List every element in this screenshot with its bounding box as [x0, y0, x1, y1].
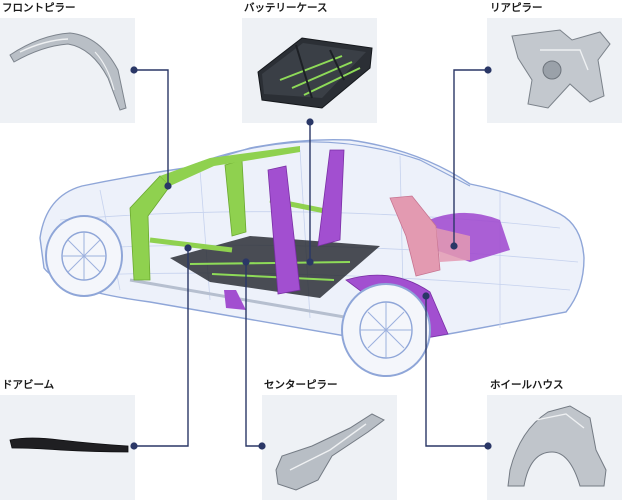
battery-case-part-image — [257, 37, 373, 109]
battery-case-dot-thumb — [306, 118, 314, 126]
front-pillar-part-image — [9, 32, 127, 111]
door-beam-part-image — [9, 437, 129, 453]
center-pillar-part-image — [275, 413, 385, 491]
front-pillar-leader — [134, 69, 169, 186]
center-pillar-dot-car — [242, 258, 250, 266]
rear-pillar-leader — [453, 69, 488, 246]
door-beam-dot-car — [184, 244, 192, 252]
leader-dots — [130, 66, 492, 450]
car-body-wireframe — [39, 138, 585, 377]
leader-lines — [134, 69, 488, 447]
center-pillar-leader — [245, 262, 262, 447]
center-pillar-dot-thumb — [258, 442, 266, 450]
rear-pillar-dot-thumb — [484, 66, 492, 74]
door-beam-label: ドアビーム — [2, 379, 55, 391]
front-pillar-label: フロントピラー — [2, 2, 76, 14]
front-pillar-dot-thumb — [130, 66, 138, 74]
rear-wheel — [341, 283, 431, 377]
wheel-house-dot-car — [422, 292, 430, 300]
rear-pillar-dot-car — [450, 242, 458, 250]
wheel-house-label: ホイールハウス — [490, 379, 564, 391]
front-wheel — [45, 215, 123, 297]
wheel-house-dot-thumb — [484, 442, 492, 450]
door-beam-leader — [134, 248, 189, 447]
rear-pillar-part-image — [511, 29, 611, 109]
battery-case-dot-car — [306, 258, 314, 266]
wheel-house-leader — [425, 296, 488, 447]
wheel-house-part-image — [507, 405, 607, 487]
battery-case-label: バッテリーケース — [244, 2, 328, 14]
front-pillar-dot-car — [164, 182, 172, 190]
rear-pillar-label: リアピラー — [490, 2, 543, 14]
door-beam-dot-thumb — [130, 442, 138, 450]
center-pillar-label: センターピラー — [264, 379, 338, 391]
